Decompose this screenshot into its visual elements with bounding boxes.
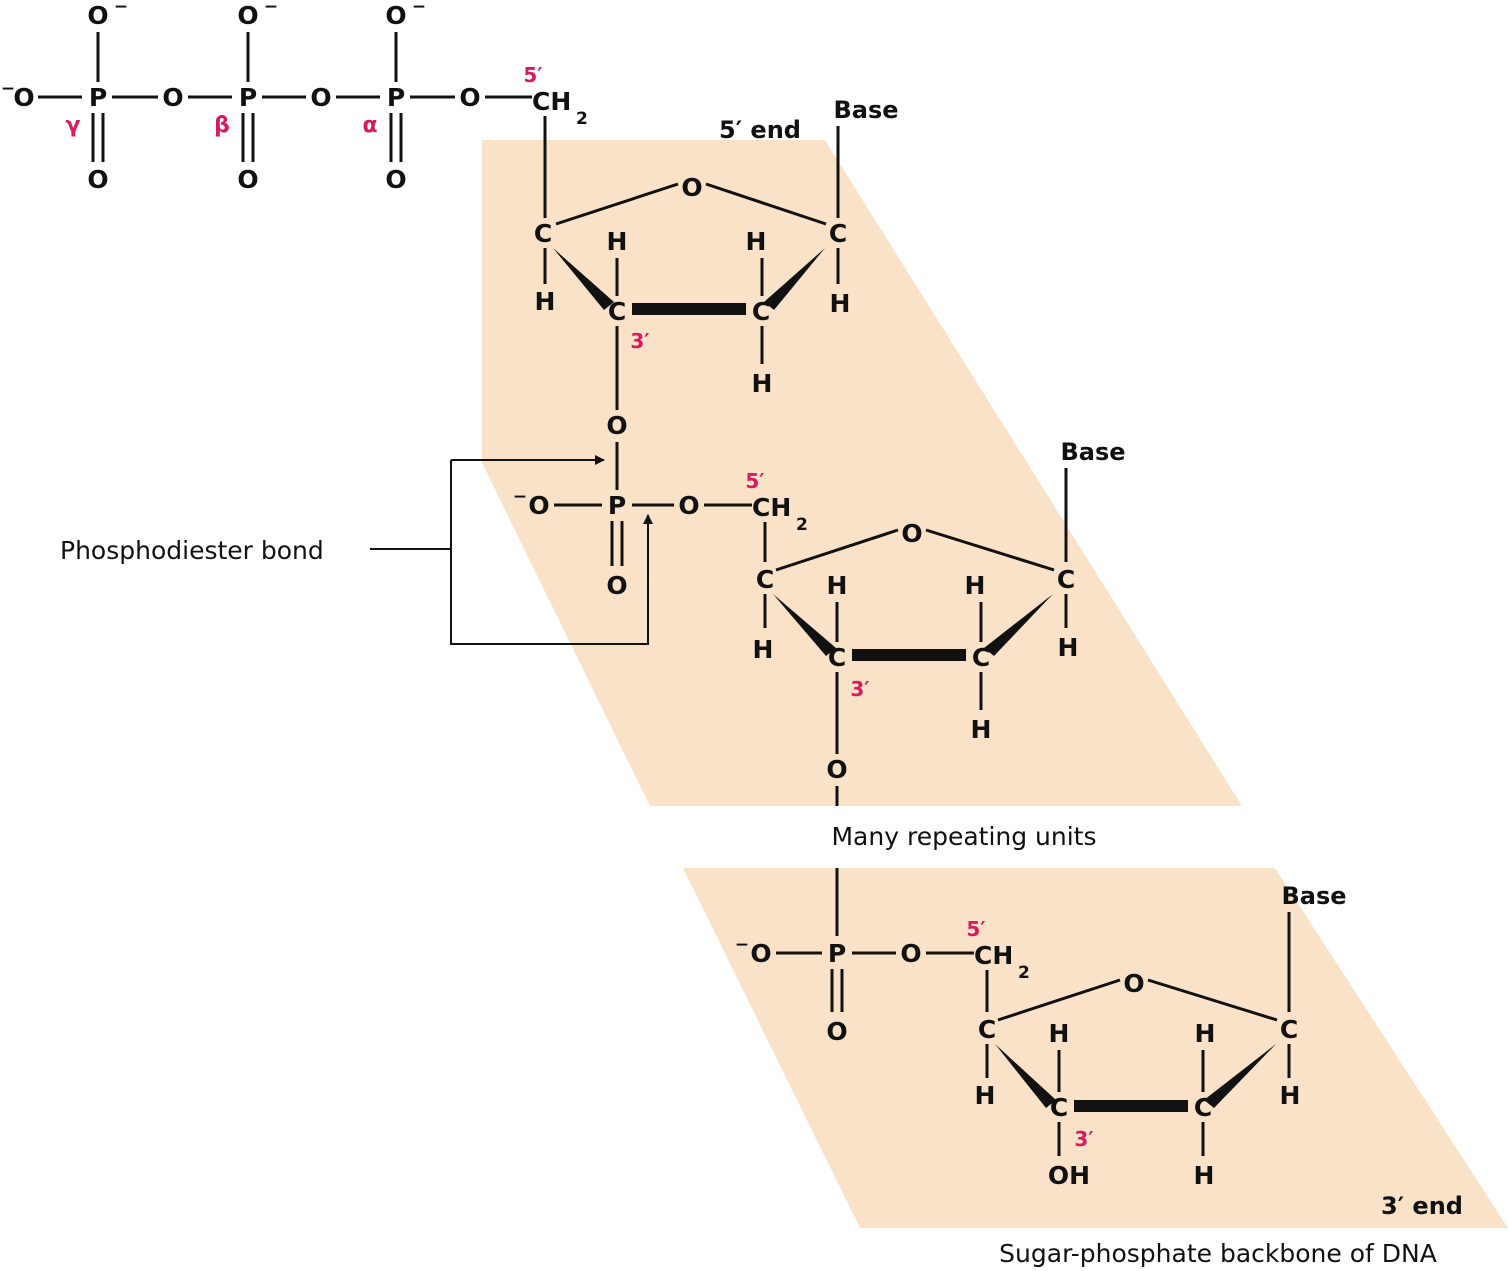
hydrogen: H xyxy=(753,635,774,664)
ring-carbon-4: C xyxy=(978,1015,996,1044)
hydrogen: H xyxy=(1280,1081,1301,1110)
hydrogen: H xyxy=(1049,1019,1070,1048)
ch2-group: CH xyxy=(974,941,1013,970)
phosphorus: P xyxy=(828,939,846,968)
ester-oxygen: O xyxy=(900,939,921,968)
ring-oxygen: O xyxy=(681,173,702,202)
ch2-subscript: 2 xyxy=(576,109,588,129)
phosphorus: P xyxy=(608,491,626,520)
phosphodiester-bond-label: Phosphodiester bond xyxy=(60,536,324,565)
repeating-units-label: Many repeating units xyxy=(831,822,1096,851)
alpha-phosphorus: P xyxy=(387,83,405,112)
double-bond-oxygen: O xyxy=(87,165,108,194)
nucleotide-3: 5′ CH 2 Base C O C C C H H H H H 3′ OH xyxy=(966,882,1346,1190)
charged-oxygen: O xyxy=(385,1,406,30)
ch2-subscript: 2 xyxy=(796,515,808,535)
five-prime-label: 5′ xyxy=(966,917,985,941)
ester-oxygen: O xyxy=(459,83,480,112)
three-prime-label: 3′ xyxy=(1074,1127,1093,1151)
beta-label: β xyxy=(214,113,230,138)
double-bond-oxygen: O xyxy=(237,165,258,194)
terminal-oxygen: O xyxy=(13,83,34,112)
ring-carbon-3: C xyxy=(828,643,846,672)
charged-oxygen: O xyxy=(87,1,108,30)
hydrogen: H xyxy=(752,369,773,398)
three-prime-label: 3′ xyxy=(850,677,869,701)
minus-charge: − xyxy=(114,0,128,17)
ring-carbon-4: C xyxy=(534,219,552,248)
minus-charge: − xyxy=(264,0,278,17)
three-prime-oxygen: O xyxy=(826,755,847,784)
three-prime-oxygen: O xyxy=(606,411,627,440)
alpha-label: α xyxy=(362,113,377,138)
hydrogen: H xyxy=(971,715,992,744)
ch2-group: CH xyxy=(752,493,791,522)
base-label: Base xyxy=(1060,438,1125,466)
ring-carbon-2: C xyxy=(752,297,770,326)
hydrogen: H xyxy=(1194,1161,1215,1190)
base-label: Base xyxy=(833,96,898,124)
nucleotide-panel-top xyxy=(482,140,1242,806)
nucleotide-2: 5′ CH 2 Base C O C C C H H H H H 3′ O xyxy=(745,438,1126,806)
bridging-oxygen: O xyxy=(162,83,183,112)
three-prime-hydroxyl: OH xyxy=(1048,1161,1090,1190)
beta-phosphorus: P xyxy=(239,83,257,112)
phosphate-link-1: O − P O O xyxy=(513,442,752,600)
phosphodiester-callout: Phosphodiester bond xyxy=(60,455,653,645)
nucleotide-1: 5′ CH 2 5′ end Base C O C C C H H H H H … xyxy=(523,63,898,440)
minus-charge: − xyxy=(735,935,749,955)
base-label: Base xyxy=(1281,882,1346,910)
figure-caption: Sugar-phosphate backbone of DNA xyxy=(999,1239,1437,1268)
hydrogen: H xyxy=(607,227,628,256)
hydrogen: H xyxy=(1058,633,1079,662)
ring-carbon-3: C xyxy=(608,297,626,326)
bridging-oxygen: O xyxy=(310,83,331,112)
five-prime-label: 5′ xyxy=(523,63,542,87)
nucleotide-panel-bottom xyxy=(683,868,1508,1228)
ring-oxygen: O xyxy=(1123,969,1144,998)
minus-charge: − xyxy=(1,79,15,99)
gamma-phosphorus: P xyxy=(89,83,107,112)
hydrogen: H xyxy=(535,287,556,316)
minus-charge: − xyxy=(513,487,527,507)
charged-oxygen: O xyxy=(750,939,771,968)
phosphate-link-2: O − P O O xyxy=(735,868,974,1046)
hydrogen: H xyxy=(965,571,986,600)
ch2-subscript: 2 xyxy=(1018,963,1030,983)
ring-carbon-3: C xyxy=(1050,1093,1068,1122)
ring-carbon-2: C xyxy=(972,643,990,672)
double-bond-oxygen: O xyxy=(606,571,627,600)
five-prime-end-label: 5′ end xyxy=(719,116,801,144)
hydrogen: H xyxy=(975,1081,996,1110)
ester-oxygen: O xyxy=(678,491,699,520)
ch2-group: CH xyxy=(532,87,571,116)
gamma-label: γ xyxy=(66,113,81,138)
ring-carbon-1: C xyxy=(1280,1015,1298,1044)
minus-charge: − xyxy=(412,0,426,17)
five-prime-label: 5′ xyxy=(745,469,764,493)
ring-carbon-1: C xyxy=(829,219,847,248)
ring-carbon-4: C xyxy=(756,565,774,594)
hydrogen: H xyxy=(830,289,851,318)
double-bond-oxygen: O xyxy=(826,1017,847,1046)
three-prime-label: 3′ xyxy=(630,329,649,353)
hydrogen: H xyxy=(827,571,848,600)
ring-carbon-1: C xyxy=(1057,565,1075,594)
charged-oxygen: O xyxy=(237,1,258,30)
three-prime-end-label: 3′ end xyxy=(1381,1192,1463,1220)
ring-oxygen: O xyxy=(901,519,922,548)
hydrogen: H xyxy=(746,227,767,256)
ring-carbon-2: C xyxy=(1194,1093,1212,1122)
charged-oxygen: O xyxy=(528,491,549,520)
hydrogen: H xyxy=(1195,1019,1216,1048)
triphosphate-group: O − P O P O P O O − O − O − O O O γ β α xyxy=(1,0,532,194)
double-bond-oxygen: O xyxy=(385,165,406,194)
